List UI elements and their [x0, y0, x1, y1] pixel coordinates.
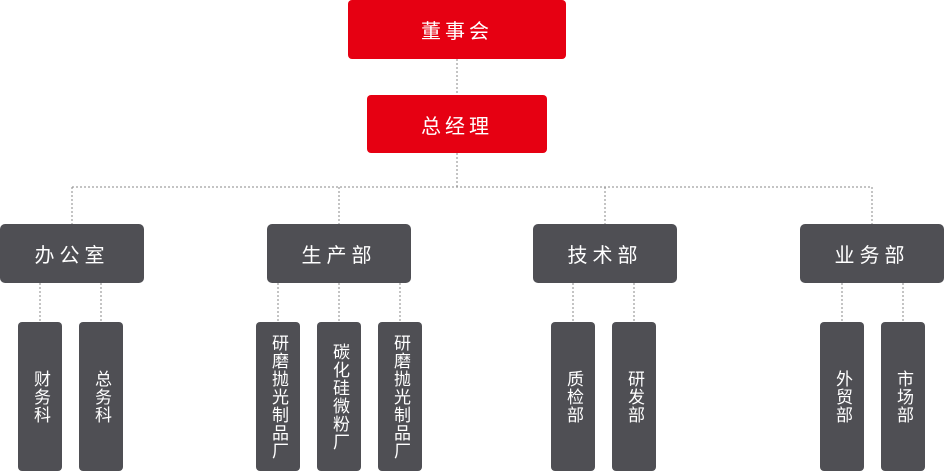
sub-label: 质检部 [563, 369, 583, 424]
sub-foreign-trade: 外贸部 [820, 322, 864, 471]
dept-production: 生产部 [267, 224, 411, 283]
sub-quality-inspection: 质检部 [551, 322, 595, 471]
sub-label: 研磨抛光制品厂 [390, 333, 410, 460]
dept-label: 业务部 [834, 243, 910, 267]
sub-label: 外贸部 [832, 369, 852, 424]
board-label: 董事会 [421, 19, 493, 43]
sub-general-affairs: 总务科 [79, 322, 123, 471]
board-node: 董事会 [348, 0, 566, 59]
dept-label: 生产部 [301, 243, 377, 267]
sub-polishing-factory-2: 研磨抛光制品厂 [378, 322, 422, 471]
sub-finance: 财务科 [18, 322, 62, 471]
sub-polishing-factory-1: 研磨抛光制品厂 [256, 322, 300, 471]
sub-marketing: 市场部 [881, 322, 925, 471]
sub-label: 财务科 [30, 369, 50, 424]
sub-label: 研发部 [624, 369, 644, 424]
dept-office: 办公室 [0, 224, 144, 283]
sub-label: 总务科 [91, 369, 111, 424]
sub-sic-powder-factory: 碳化硅微粉厂 [317, 322, 361, 471]
sub-label: 碳化硅微粉厂 [329, 342, 349, 451]
sub-label: 研磨抛光制品厂 [268, 333, 288, 460]
dept-label: 技术部 [567, 243, 643, 267]
gm-label: 总经理 [421, 113, 493, 138]
dept-technology: 技术部 [533, 224, 677, 283]
dept-label: 办公室 [34, 243, 110, 267]
sub-label: 市场部 [893, 369, 913, 424]
sub-rnd: 研发部 [612, 322, 656, 471]
gm-node: 总经理 [367, 95, 547, 153]
dept-business: 业务部 [800, 224, 944, 283]
